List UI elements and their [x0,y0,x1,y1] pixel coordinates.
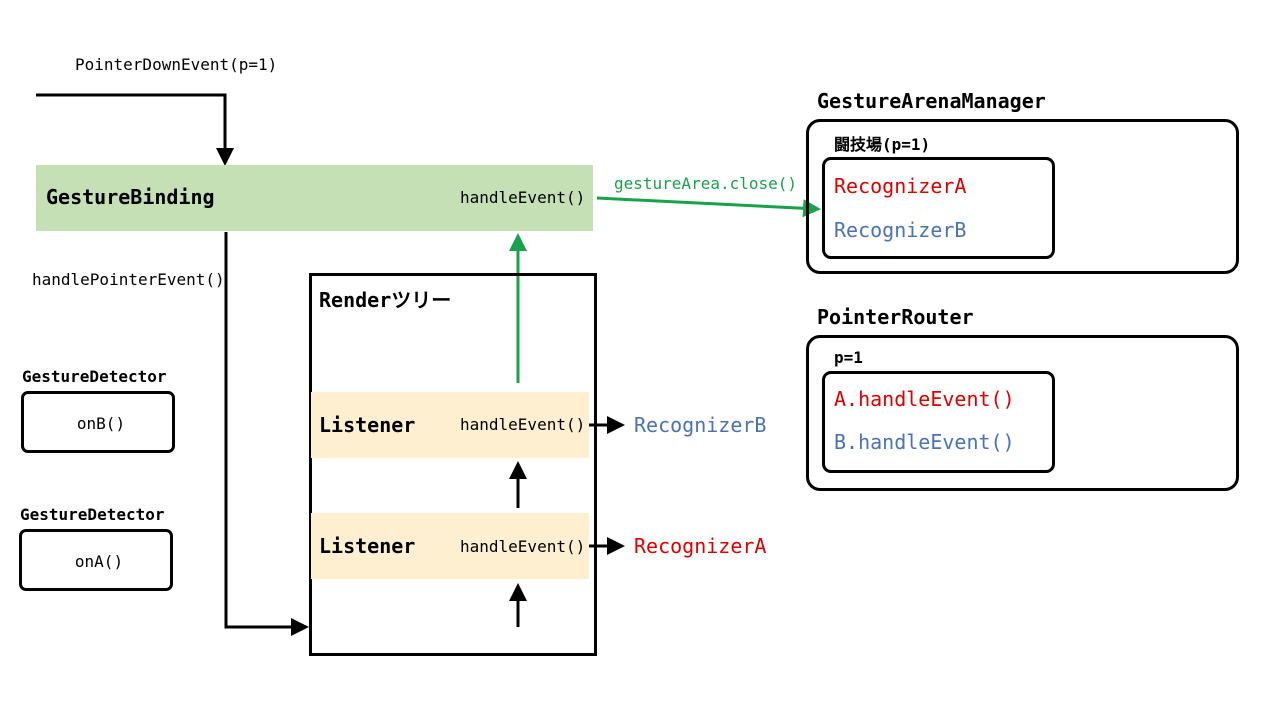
route-handler-a: A.handleEvent() [834,387,1015,411]
pointer-router-box [806,335,1239,491]
gesture-binding-title: GestureBinding [46,185,215,209]
arena-close-arrow [596,196,821,218]
on-a-callback: onA() [74,552,124,571]
listener-b-handle-event: handleEvent() [460,415,586,434]
listener-a-label: Listener [319,534,416,558]
pointer-router-title: PointerRouter [817,305,974,329]
pointer-event-arrow [36,93,234,166]
gesture-detector-a-label: GestureDetector [20,505,165,524]
listener-b [311,392,589,458]
gesture-detector-b-box [21,391,175,453]
arena-manager-box [806,119,1239,274]
listener-a [311,513,589,579]
route-handler-b: B.handleEvent() [834,430,1015,454]
gesture-detector-b-label: GestureDetector [22,367,167,386]
on-b-callback: onB() [76,414,126,433]
arena-manager-title: GestureArenaManager [817,89,1046,113]
gesture-area-close-label: gestureArea.close() [614,174,798,193]
arena-recognizer-a: RecognizerA [834,174,967,198]
render-tree-box [309,273,597,656]
handle-pointer-event-label: handlePointerEvent() [32,270,225,289]
listener-a-handle-event: handleEvent() [460,537,586,556]
render-tree-title: Renderツリー [319,288,452,312]
gesture-detector-a-box [19,529,173,591]
recognizer-b-label: RecognizerB [634,413,767,437]
hit-test-arrow [224,232,309,636]
recognizer-a-label: RecognizerA [634,534,767,558]
listener-b-label: Listener [319,413,416,437]
arena-box [822,157,1055,259]
pointer-down-event-label: PointerDownEvent(p=1) [75,55,278,74]
arena-recognizer-b: RecognizerB [834,218,967,242]
route-box [822,371,1055,473]
gesture-binding-bar [36,165,593,231]
gesture-binding-handle-event: handleEvent() [460,188,586,207]
arena-label: 闘技場(p=1) [834,135,931,154]
pointer-label: p=1 [834,348,863,367]
